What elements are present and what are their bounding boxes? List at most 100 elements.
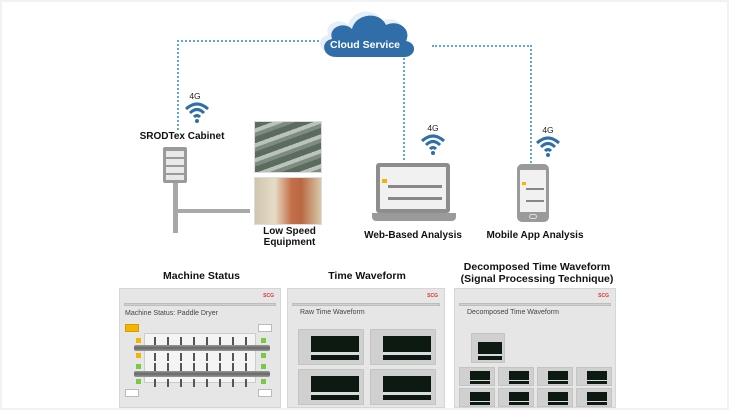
panel-title-decomposed-line1: Decomposed Time Waveform: [463, 261, 611, 273]
screen-nav-bar: [459, 303, 611, 306]
screen-nav-bar: [292, 303, 440, 306]
paddle: [154, 363, 156, 371]
paddle: [245, 337, 247, 345]
paddle: [193, 337, 195, 345]
paddle: [193, 379, 195, 387]
bearing-status: [258, 324, 272, 332]
equipment-label-line1: Low Speed: [263, 226, 316, 237]
sensor-ok: [136, 379, 141, 384]
sensor-ok: [136, 364, 141, 369]
laptop-screen-preview: [380, 167, 446, 209]
scg-logo: SCG: [598, 293, 609, 299]
bearing-status-warning: [125, 324, 139, 332]
waveform-chart: [370, 369, 436, 405]
paddle: [180, 353, 182, 361]
server-cabinet-icon: [163, 147, 250, 233]
paddle: [180, 379, 182, 387]
web-network-label: 4G: [427, 123, 439, 133]
cloud-label: Cloud Service: [329, 39, 401, 51]
sensor-ok: [261, 364, 266, 369]
web-label: Web-Based Analysis: [364, 230, 462, 241]
decomposed-chart: [459, 388, 495, 407]
paddle: [219, 379, 221, 387]
paddle: [219, 337, 221, 345]
laptop-icon: [372, 163, 456, 225]
sensor-ok: [261, 353, 266, 358]
paddle: [206, 337, 208, 345]
sensor-ok: [261, 379, 266, 384]
decomposed-chart: [537, 367, 573, 386]
wifi-icon: [420, 134, 446, 155]
paddle: [154, 379, 156, 387]
wifi-icon: [184, 102, 210, 123]
paddle: [193, 353, 195, 361]
link-cabinet-cloud: [177, 40, 327, 130]
panel-title-time-waveform: Time Waveform: [328, 270, 406, 282]
scg-logo: SCG: [427, 293, 438, 299]
phone-screen-preview: [520, 170, 546, 212]
waveform-chart: [370, 329, 436, 365]
smartphone-icon: [517, 164, 549, 222]
bearing-status: [258, 389, 272, 397]
machine-status-screen: SCG Machine Status: Paddle Dryer: [119, 288, 281, 408]
decomposed-heading: Decomposed Time Waveform: [467, 309, 559, 316]
decomposed-chart: [498, 388, 534, 407]
paddle: [232, 353, 234, 361]
panel-title-machine-status: Machine Status: [162, 270, 241, 282]
paddle: [206, 379, 208, 387]
decomposed-chart: [459, 367, 495, 386]
paddle: [154, 337, 156, 345]
paddle: [232, 379, 234, 387]
screen-nav-bar: [124, 303, 276, 306]
equipment-photo-motor: [254, 177, 322, 225]
sensor-ok: [261, 338, 266, 343]
link-cloud-mobile: [432, 45, 532, 175]
equipment-label-line2: Equipment: [263, 237, 316, 248]
paddle: [245, 379, 247, 387]
paddle: [167, 379, 169, 387]
mobile-network-label: 4G: [542, 125, 554, 135]
paddle: [232, 337, 234, 345]
paddle: [193, 363, 195, 371]
paddle: [154, 353, 156, 361]
mobile-label: Mobile App Analysis: [486, 230, 584, 241]
decomposed-chart: [537, 388, 573, 407]
decomposed-chart: [576, 388, 612, 407]
waveform-chart: [298, 369, 364, 405]
decomposed-chart: [576, 367, 612, 386]
paddle: [206, 353, 208, 361]
paddle: [219, 363, 221, 371]
cabinet-network-label: 4G: [189, 91, 201, 101]
bearing-status: [125, 389, 139, 397]
paddle: [167, 363, 169, 371]
paddle: [180, 337, 182, 345]
decomposed-waveform-screen: SCG Decomposed Time Waveform: [454, 288, 616, 408]
time-waveform-heading: Raw Time Waveform: [300, 309, 365, 316]
waveform-chart: [471, 333, 505, 363]
sensor-warning: [136, 353, 141, 358]
link-cloud-web: [403, 50, 405, 160]
sensor-warning: [136, 338, 141, 343]
paddle: [180, 363, 182, 371]
time-waveform-screen: SCG Raw Time Waveform: [287, 288, 445, 408]
shaft-lower: [134, 371, 270, 377]
waveform-chart: [298, 329, 364, 365]
paddle: [167, 353, 169, 361]
equipment-photo-paddles: [254, 121, 322, 173]
cloud-service: Cloud Service: [314, 5, 416, 61]
decomposed-chart: [498, 367, 534, 386]
panel-title-decomposed-line2: (Signal Processing Technique): [460, 273, 614, 285]
scg-logo: SCG: [263, 293, 274, 299]
paddle: [232, 363, 234, 371]
cabinet-label: SRODTex Cabinet: [139, 131, 225, 142]
wifi-icon: [535, 136, 561, 157]
paddle: [219, 353, 221, 361]
paddle: [167, 337, 169, 345]
cloud-icon: [320, 11, 415, 58]
paddle: [245, 363, 247, 371]
shaft-upper: [134, 345, 270, 351]
machine-status-heading: Machine Status: Paddle Dryer: [125, 310, 218, 317]
paddle: [245, 353, 247, 361]
paddle: [206, 363, 208, 371]
